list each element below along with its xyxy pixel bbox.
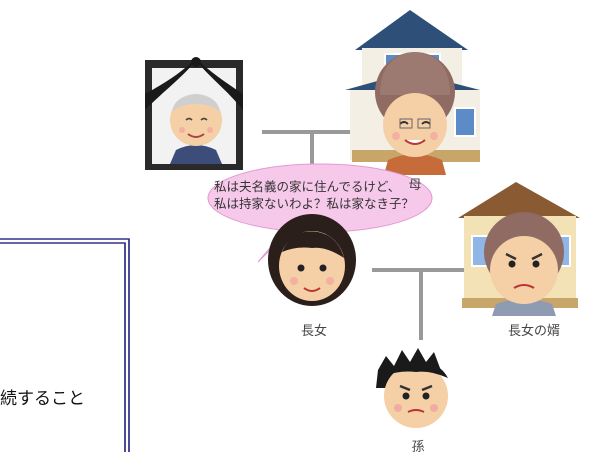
label-mother: 母 [408,178,422,193]
memorial-portrait [145,57,243,170]
speech-bubble-line-1: 私は夫名義の家に住んでるけど、 [214,179,401,194]
label-eldest-daughter: 長女 [300,324,327,339]
label-son-in-law: 長女の婿 [507,324,560,339]
son-in-law-illustration [484,212,564,316]
text-box-frame [0,238,130,456]
speech-bubble-text: 私は夫名義の家に住んでるけど、 私は持家ないわよ？私は家なき子？ [214,178,424,212]
speech-bubble-line-2: 私は持家ないわよ？私は家なき子？ [214,196,415,211]
label-grandchild: 孫 [411,440,425,455]
eldest-daughter-illustration [268,214,356,306]
grandchild-illustration [376,348,448,428]
mother-illustration [375,52,455,175]
frame-partial-text: 続すること [0,389,85,409]
